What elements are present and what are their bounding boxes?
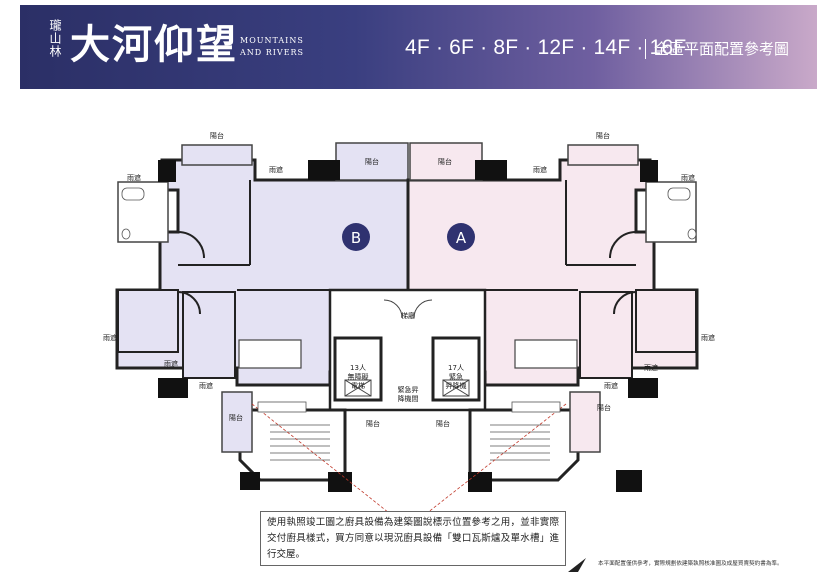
header-divider bbox=[645, 39, 646, 59]
brand-english-line1: MOUNTAINS bbox=[240, 36, 304, 45]
canopy-label: 雨遮 bbox=[604, 381, 618, 390]
balcony-label: 陽台 bbox=[210, 131, 224, 140]
stair-tower-right bbox=[468, 408, 580, 482]
floor-list: 4F · 6F · 8F · 12F · 14F · 16F bbox=[405, 36, 687, 59]
toilet-icon bbox=[687, 228, 697, 240]
kitchen-note: 使用執照竣工圖之廚具設備為建築圖說標示位置參考之用，並非實際交付廚具樣式，買方同… bbox=[260, 511, 566, 566]
canopy-label: 雨遮 bbox=[103, 333, 117, 342]
elevator-13-line1: 13人 bbox=[350, 364, 366, 372]
canopy-label: 雨遮 bbox=[164, 359, 178, 368]
balcony-label: 陽台 bbox=[365, 157, 379, 166]
structural-columns bbox=[158, 160, 658, 492]
kitchen-counter-icon bbox=[257, 401, 307, 413]
toilet-icon bbox=[121, 228, 131, 240]
interior-walls bbox=[177, 180, 637, 315]
canopy-label: 雨遮 bbox=[681, 173, 695, 182]
elevator-17-line2: 緊急 bbox=[449, 372, 463, 381]
service-core bbox=[328, 288, 487, 412]
canopy-label: 雨遮 bbox=[269, 165, 283, 174]
brand-vertical-text: 瓏山林 bbox=[48, 19, 62, 58]
emergency-lobby-line2: 降機間 bbox=[398, 394, 419, 403]
balcony-lower-a bbox=[569, 391, 601, 453]
balcony-label: 陽台 bbox=[229, 413, 243, 422]
brand-english: MOUNTAINS AND RIVERS bbox=[240, 35, 304, 59]
unit-b-label: B bbox=[351, 229, 361, 247]
kitchen-counter-icon bbox=[511, 401, 561, 413]
balcony-label: 陽台 bbox=[596, 131, 610, 140]
balcony-label: 陽台 bbox=[436, 419, 450, 428]
canopy-label: 雨遮 bbox=[127, 173, 141, 182]
brand-logo-text: 大河仰望 bbox=[70, 21, 238, 68]
canopy-label: 雨遮 bbox=[701, 333, 715, 342]
unit-a-badge: A bbox=[447, 223, 475, 251]
stair-hall-label: 梯廳 bbox=[401, 311, 415, 320]
disclaimer-text: 本平面配置僅供參考，實際規劃依建築執照核准圖及成屋買賣契約書為準。 bbox=[598, 561, 783, 567]
brand-english-line2: AND RIVERS bbox=[240, 48, 305, 57]
balcony-lower-b bbox=[221, 391, 253, 453]
canopy-label: 雨遮 bbox=[199, 381, 213, 390]
balcony-label: 陽台 bbox=[438, 157, 452, 166]
stair-tower-left bbox=[238, 408, 347, 482]
canopy-label: 雨遮 bbox=[644, 363, 658, 372]
north-arrow-icon bbox=[568, 558, 586, 572]
emergency-lobby-line1: 緊急昇 bbox=[398, 385, 419, 394]
balcony-label: 陽台 bbox=[597, 403, 611, 412]
fixture-icons bbox=[121, 187, 697, 413]
unit-b-badge: B bbox=[342, 223, 370, 251]
elevator-13-line3: 電梯 bbox=[351, 381, 365, 390]
canopy-label: 雨遮 bbox=[533, 165, 547, 174]
elevator-17-line3: 昇降機 bbox=[446, 381, 467, 390]
reference-lines bbox=[251, 403, 567, 529]
elevator-13-line2: 無障礙 bbox=[348, 372, 369, 381]
elevator-17-line1: 17人 bbox=[448, 364, 464, 372]
plan-title: 全區平面配置參考圖 bbox=[654, 40, 790, 58]
balcony-label: 陽台 bbox=[366, 419, 380, 428]
bathtub-icon bbox=[667, 187, 691, 201]
unit-a-label: A bbox=[456, 229, 467, 247]
header-banner: 瓏山林 大河仰望 MOUNTAINS AND RIVERS 4F · 6F · … bbox=[20, 5, 817, 89]
bathtub-icon bbox=[121, 187, 145, 201]
